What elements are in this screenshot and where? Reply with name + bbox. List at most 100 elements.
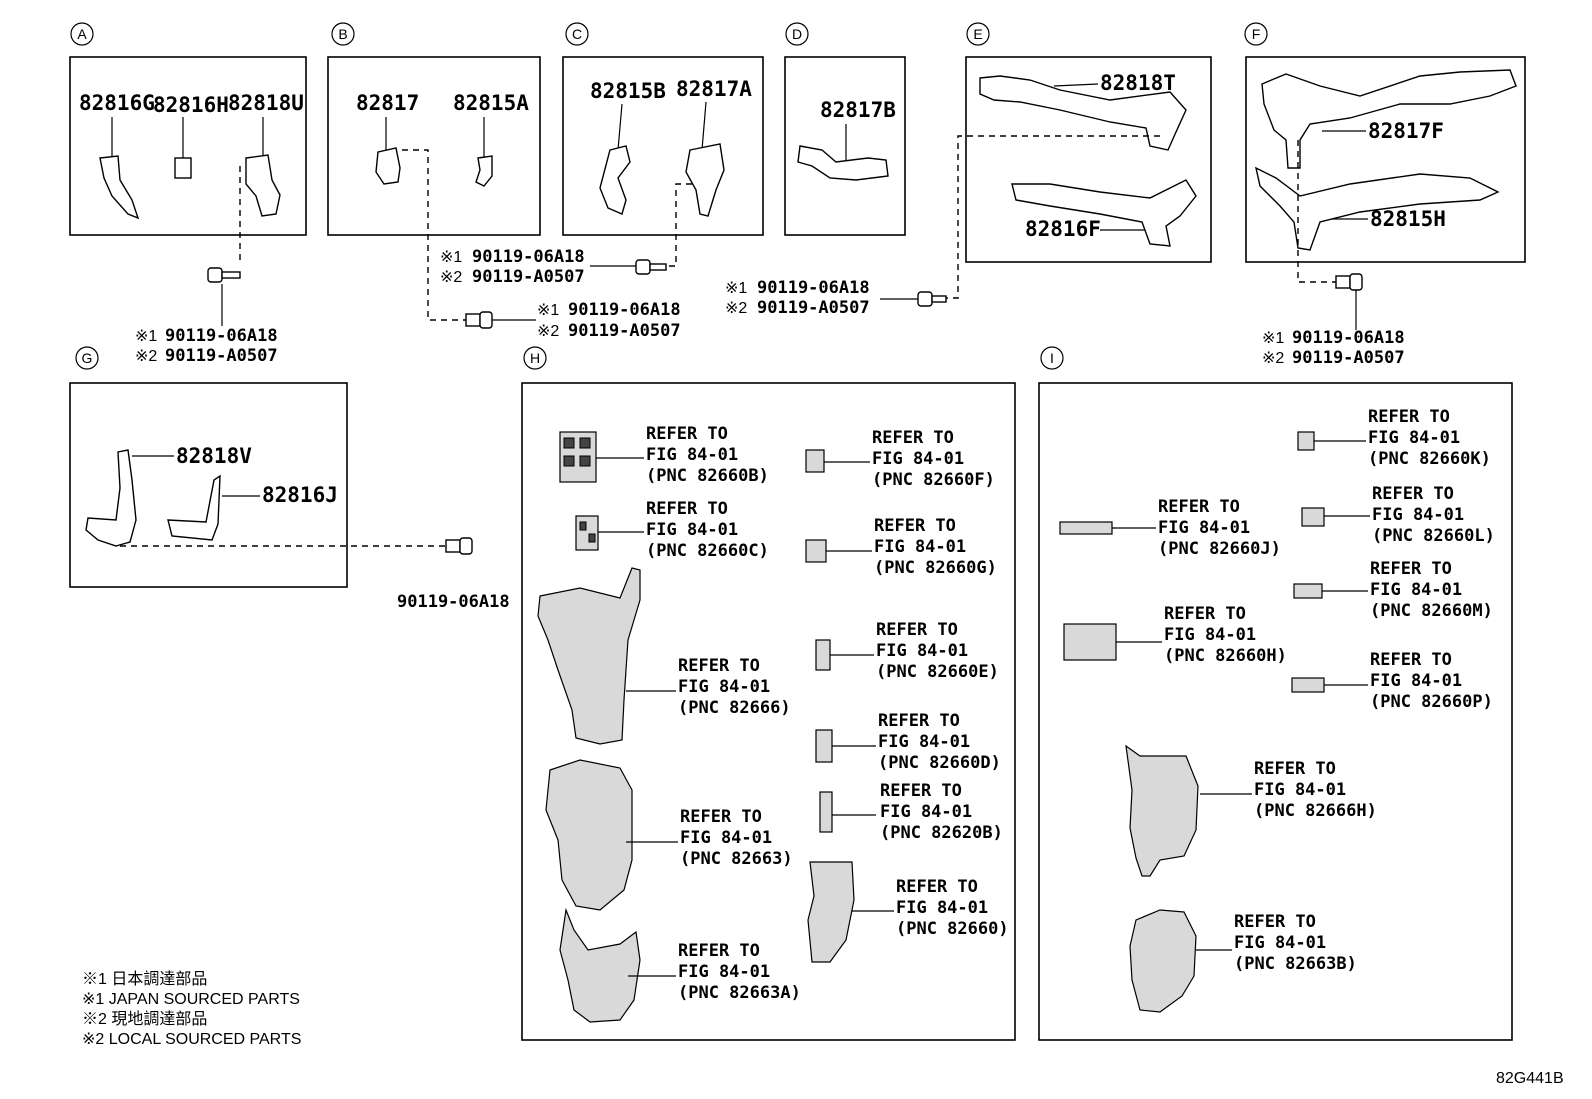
svg-text:FIG 84-01: FIG 84-01 bbox=[646, 520, 738, 540]
svg-text:B: B bbox=[338, 26, 347, 42]
bracket-82818u-drawing bbox=[245, 154, 281, 217]
svg-text:REFER TO: REFER TO bbox=[678, 941, 760, 961]
bolt-c-number-1: 90119-06A18 bbox=[472, 247, 585, 267]
svg-text:(PNC 82660F): (PNC 82660F) bbox=[872, 470, 995, 490]
bolt-a-number-1: 90119-06A18 bbox=[165, 326, 278, 346]
svg-text:(PNC 82660B): (PNC 82660B) bbox=[646, 466, 769, 486]
svg-text:C: C bbox=[572, 26, 582, 42]
part-number-82815b: 82815B bbox=[590, 79, 666, 103]
svg-text:※2: ※2 bbox=[440, 269, 462, 286]
svg-text:FIG 84-01: FIG 84-01 bbox=[896, 898, 988, 918]
note-2-japanese: ※2 現地調達部品 bbox=[82, 1010, 207, 1028]
svg-text:※1: ※1 bbox=[1262, 330, 1284, 347]
refer-h-82660: REFER TO FIG 84-01 (PNC 82660) bbox=[896, 877, 1009, 939]
svg-text:FIG 84-01: FIG 84-01 bbox=[1234, 933, 1326, 953]
connector-82660j-drawing bbox=[1059, 521, 1113, 535]
svg-text:A: A bbox=[77, 26, 87, 42]
svg-text:FIG 84-01: FIG 84-01 bbox=[1372, 505, 1464, 525]
note-1-english: ※1 JAPAN SOURCED PARTS bbox=[82, 991, 300, 1008]
svg-text:D: D bbox=[792, 26, 802, 42]
section-label-e: E bbox=[966, 22, 990, 46]
svg-text:G: G bbox=[82, 350, 93, 366]
part-number-82817: 82817 bbox=[356, 91, 419, 115]
refer-h-82663a: REFER TO FIG 84-01 (PNC 82663A) bbox=[678, 941, 801, 1003]
svg-text:※1: ※1 bbox=[725, 280, 747, 297]
svg-text:(PNC 82663): (PNC 82663) bbox=[680, 849, 793, 869]
refer-h-82660g: REFER TO FIG 84-01 (PNC 82660G) bbox=[874, 516, 997, 578]
svg-text:(PNC 82660C): (PNC 82660C) bbox=[646, 541, 769, 561]
part-number-82817b: 82817B bbox=[820, 98, 896, 122]
box-e bbox=[965, 56, 1212, 263]
bracket-82815b-drawing bbox=[599, 145, 631, 215]
svg-text:※1: ※1 bbox=[440, 249, 462, 266]
relay-82660l-drawing bbox=[1301, 507, 1325, 527]
svg-text:REFER TO: REFER TO bbox=[896, 877, 978, 897]
svg-text:REFER TO: REFER TO bbox=[874, 516, 956, 536]
refer-h-82666: REFER TO FIG 84-01 (PNC 82666) bbox=[678, 656, 791, 718]
svg-text:※2: ※2 bbox=[1262, 350, 1284, 367]
bolt-c-number-2: 90119-A0507 bbox=[472, 267, 585, 287]
refer-i-82660k: REFER TO FIG 84-01 (PNC 82660K) bbox=[1368, 407, 1491, 469]
junction-block-82663a-drawing bbox=[559, 907, 641, 1023]
part-number-82818t: 82818T bbox=[1100, 71, 1176, 95]
bolt-g-number: 90119-06A18 bbox=[397, 592, 510, 612]
junction-block-82663-drawing bbox=[545, 759, 633, 911]
relay-82660g-drawing bbox=[805, 539, 827, 563]
box-d bbox=[784, 56, 906, 236]
part-number-82816j: 82816J bbox=[262, 483, 338, 507]
section-label-d: D bbox=[785, 22, 809, 46]
box-c bbox=[562, 56, 764, 236]
section-label-c: C bbox=[565, 22, 589, 46]
bolt-b-icon bbox=[465, 311, 493, 329]
svg-text:REFER TO: REFER TO bbox=[1158, 497, 1240, 517]
svg-text:E: E bbox=[973, 26, 982, 42]
bolt-e-number-1: 90119-06A18 bbox=[757, 278, 870, 298]
relay-block-82660b-drawing bbox=[559, 431, 597, 483]
box-h bbox=[521, 382, 1016, 1041]
svg-text:(PNC 82660E): (PNC 82660E) bbox=[876, 662, 999, 682]
bolt-b-number-2: 90119-A0507 bbox=[568, 321, 681, 341]
part-number-82816g: 82816G bbox=[79, 91, 155, 115]
svg-text:(PNC 82660D): (PNC 82660D) bbox=[878, 753, 1001, 773]
refer-i-82666h: REFER TO FIG 84-01 (PNC 82666H) bbox=[1254, 759, 1377, 821]
svg-text:(PNC 82660L): (PNC 82660L) bbox=[1372, 526, 1495, 546]
bolt-a-icon bbox=[207, 267, 241, 283]
svg-text:FIG 84-01: FIG 84-01 bbox=[1254, 780, 1346, 800]
section-label-f: F bbox=[1244, 22, 1268, 46]
box-a bbox=[69, 56, 307, 236]
refer-i-82663b: REFER TO FIG 84-01 (PNC 82663B) bbox=[1234, 912, 1357, 974]
note-1-japanese: ※1 日本調達部品 bbox=[82, 970, 207, 988]
svg-text:(PNC 82660K): (PNC 82660K) bbox=[1368, 449, 1491, 469]
svg-text:FIG 84-01: FIG 84-01 bbox=[880, 802, 972, 822]
relay-82660d-drawing bbox=[815, 729, 833, 763]
bracket-82816f-drawing bbox=[1011, 179, 1197, 247]
note-2-english: ※2 LOCAL SOURCED PARTS bbox=[82, 1031, 301, 1048]
svg-text:FIG 84-01: FIG 84-01 bbox=[876, 641, 968, 661]
svg-text:FIG 84-01: FIG 84-01 bbox=[1370, 580, 1462, 600]
svg-text:※2: ※2 bbox=[725, 300, 747, 317]
svg-text:※2: ※2 bbox=[537, 323, 559, 340]
refer-h-82660b: REFER TO FIG 84-01 (PNC 82660B) bbox=[646, 424, 769, 486]
refer-i-82660h: REFER TO FIG 84-01 (PNC 82660H) bbox=[1164, 604, 1287, 666]
bolt-g-icon bbox=[445, 537, 473, 555]
bolt-f-number-2: 90119-A0507 bbox=[1292, 348, 1405, 368]
svg-text:REFER TO: REFER TO bbox=[880, 781, 962, 801]
svg-text:FIG 84-01: FIG 84-01 bbox=[872, 449, 964, 469]
svg-text:(PNC 82660J): (PNC 82660J) bbox=[1158, 539, 1281, 559]
bracket-82816g-drawing bbox=[99, 155, 140, 220]
svg-text:※1: ※1 bbox=[135, 328, 157, 345]
svg-text:F: F bbox=[1252, 26, 1261, 42]
svg-text:FIG 84-01: FIG 84-01 bbox=[1164, 625, 1256, 645]
bolt-f-icon bbox=[1335, 273, 1363, 291]
bolt-e-number-2: 90119-A0507 bbox=[757, 298, 870, 318]
svg-text:※2: ※2 bbox=[135, 348, 157, 365]
refer-i-82660l: REFER TO FIG 84-01 (PNC 82660L) bbox=[1372, 484, 1495, 546]
svg-text:FIG 84-01: FIG 84-01 bbox=[1370, 671, 1462, 691]
refer-h-82660d: REFER TO FIG 84-01 (PNC 82660D) bbox=[878, 711, 1001, 773]
svg-text:(PNC 82666H): (PNC 82666H) bbox=[1254, 801, 1377, 821]
svg-text:REFER TO: REFER TO bbox=[872, 428, 954, 448]
clip-82816h-drawing bbox=[174, 157, 192, 179]
section-label-i: I bbox=[1040, 346, 1064, 370]
junction-block-82666h-drawing bbox=[1125, 744, 1199, 877]
part-number-82816f: 82816F bbox=[1025, 217, 1101, 241]
